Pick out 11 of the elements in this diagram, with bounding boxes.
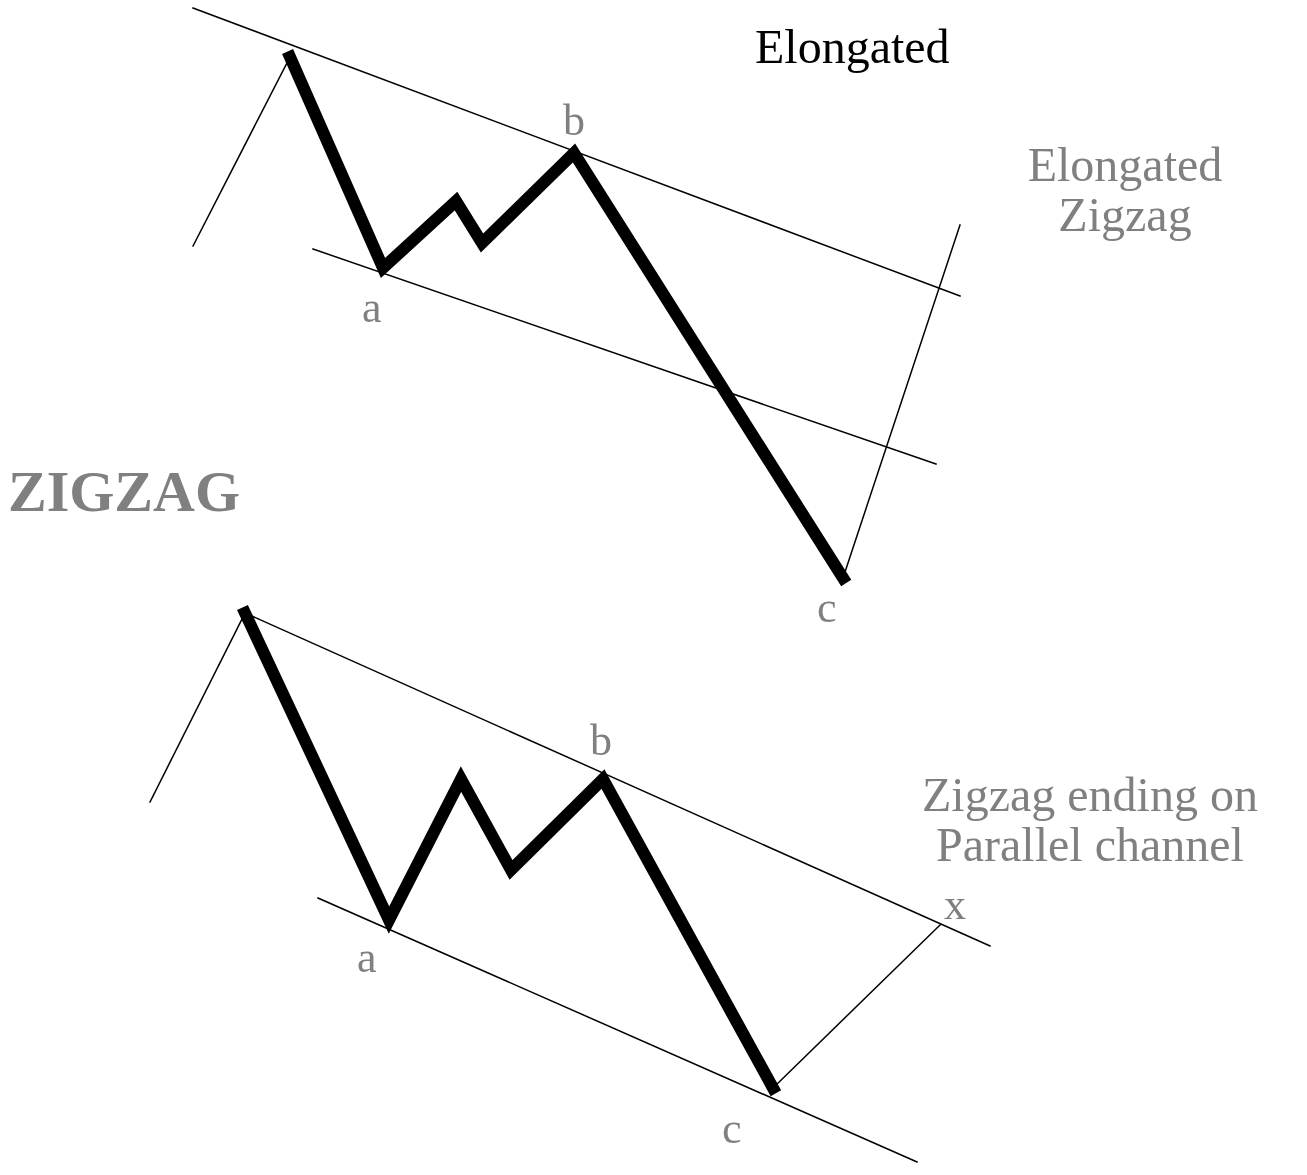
- point-label: a: [357, 935, 377, 982]
- diagram-title: ZIGZAG: [8, 462, 241, 523]
- point-label: b: [563, 98, 585, 145]
- point-label: c: [722, 1106, 742, 1153]
- pattern-label: Zigzag ending on Parallel channel: [921, 770, 1259, 871]
- subtitle: Elongated: [755, 22, 950, 73]
- point-label: c: [817, 585, 837, 632]
- pattern-label: Elongated Zigzag: [1026, 140, 1224, 241]
- point-label: a: [362, 285, 382, 332]
- point-label: x: [944, 882, 966, 929]
- point-label: b: [590, 718, 612, 765]
